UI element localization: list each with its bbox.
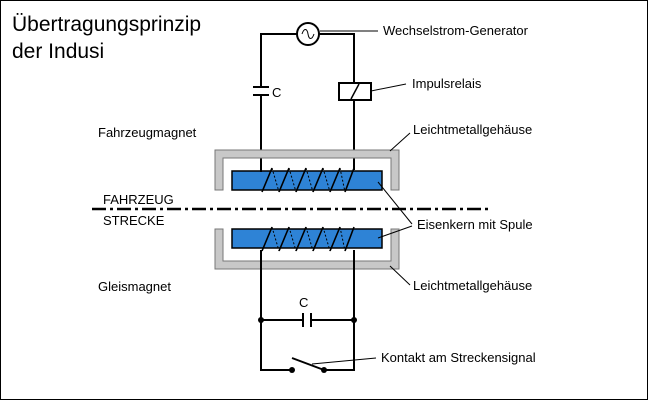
track-magnet-label: Gleismagnet: [98, 279, 171, 294]
generator-label: Wechselstrom-Generator: [383, 23, 529, 38]
leader-core-lower: [377, 225, 413, 239]
capacitor-upper-label: C: [272, 85, 281, 100]
coil-lower-back-turns: [271, 226, 346, 252]
capacitor-upper: [252, 86, 270, 96]
lower-left-wire: [260, 250, 292, 371]
capacitor-upper-gap: [252, 86, 270, 96]
housing-top-label: Leichtmetallgehäuse: [413, 122, 532, 137]
junction-right: [351, 317, 357, 323]
junction-left: [258, 317, 264, 323]
capacitor-lower-label: C: [299, 295, 308, 310]
iron-core-upper: [231, 170, 383, 191]
core-coil-label: Eisenkern mit Spule: [417, 217, 533, 232]
relay-switch-icon: [350, 83, 360, 100]
upper-left-wire: [260, 33, 297, 170]
housing-bottom-label: Leichtmetallgehäuse: [413, 278, 532, 293]
title-line-2: der Indusi: [12, 40, 104, 63]
generator-symbol: [296, 22, 320, 46]
leader-housing-bottom: [389, 265, 411, 286]
coil-lower: [261, 226, 355, 252]
title-line-1: Übertragungsprinzip: [12, 13, 201, 36]
signal-contact-switch: [289, 357, 327, 373]
signal-contact-label: Kontakt am Streckensignal: [381, 350, 536, 365]
switch-terminal-left: [289, 367, 295, 373]
capacitor-lower: [302, 313, 312, 327]
coil-upper-front-turns: [261, 167, 355, 193]
leader-relay: [370, 83, 407, 92]
vehicle-magnet-label: Fahrzeugmagnet: [98, 125, 197, 140]
coil-upper-back-turns: [271, 167, 346, 193]
leader-core-upper: [377, 181, 413, 225]
lower-right-wire: [324, 250, 355, 371]
leader-housing-top: [389, 132, 411, 152]
coil-lower-front-turns: [261, 226, 355, 252]
upper-right-wire: [319, 33, 355, 83]
lower-circuit: [258, 250, 357, 371]
vehicle-label: FAHRZEUG: [103, 192, 174, 207]
leader-signal-contact: [311, 357, 377, 365]
track-label: STRECKE: [103, 213, 165, 228]
relay-label: Impulsrelais: [412, 76, 482, 91]
switch-blade: [291, 357, 325, 371]
housing-lower: [214, 228, 400, 270]
coil-upper: [260, 167, 355, 193]
impulse-relay: [338, 82, 372, 101]
generator-sine-icon: [301, 29, 315, 39]
housing-upper: [214, 149, 400, 191]
